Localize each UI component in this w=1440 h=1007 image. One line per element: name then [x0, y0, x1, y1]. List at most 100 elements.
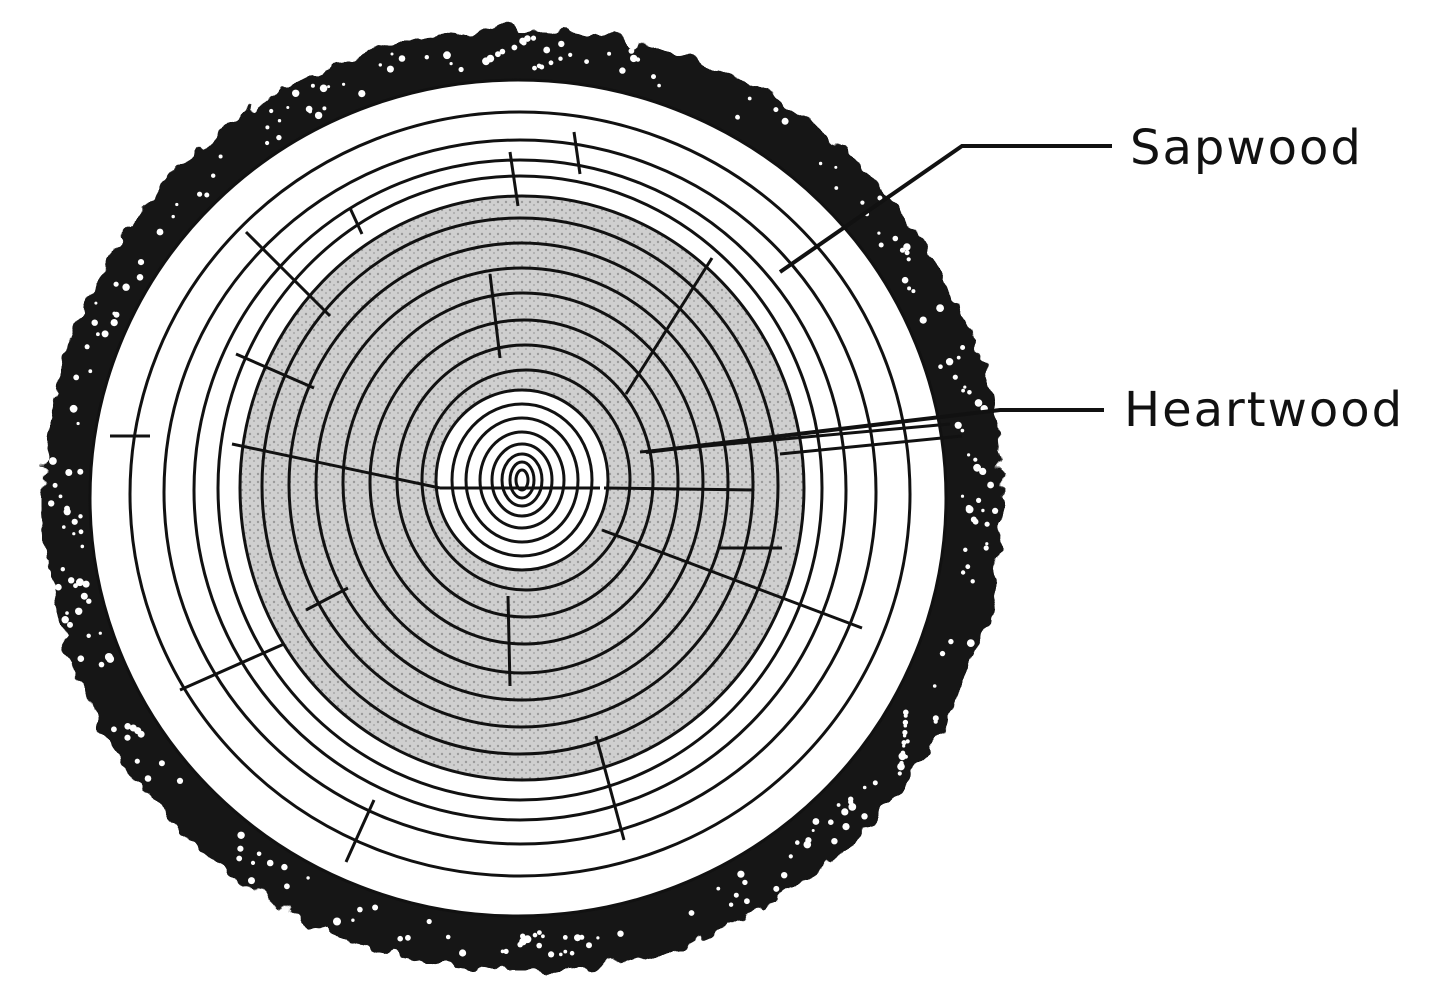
bark-speckle: [327, 85, 331, 89]
bark-speckle: [310, 83, 315, 88]
bark-speckle: [903, 713, 908, 718]
bark-speckle: [86, 598, 92, 604]
medullary-ray: [235, 352, 315, 390]
heartwood-ring: [395, 343, 655, 619]
bark-speckle: [954, 421, 962, 429]
bark-speckle: [617, 930, 624, 937]
bark-speckle: [319, 84, 328, 93]
pith-ring: [490, 442, 554, 518]
bark-speckle: [563, 949, 568, 954]
bark-speckle: [744, 898, 750, 905]
bark-speckle: [737, 870, 745, 878]
bark-speckle: [524, 35, 531, 42]
bark-speckle: [898, 752, 907, 761]
bark-speckle: [980, 406, 986, 411]
bark-speckle: [78, 514, 83, 519]
medullary-ray: [601, 528, 863, 630]
bark-speckle: [112, 311, 117, 316]
bark-speckle: [495, 51, 501, 58]
bark-speckle: [842, 823, 850, 831]
bark-speckle: [519, 937, 527, 946]
bark-speckle: [541, 934, 545, 939]
bark-speckle: [548, 60, 554, 66]
sapwood-growth-rings: [128, 110, 912, 878]
bark-speckle: [530, 35, 537, 41]
bark-speckle: [124, 723, 131, 730]
bark-speckle: [397, 935, 404, 942]
bark-speckle: [445, 934, 451, 940]
bark-speckle: [735, 114, 740, 120]
bark-speckle: [175, 202, 179, 207]
bark-speckle: [795, 840, 800, 845]
bark-speckle: [211, 173, 216, 178]
bark-speckle: [378, 63, 382, 67]
medullary-ray: [594, 735, 626, 841]
bark-speckle: [124, 734, 131, 741]
bark-texture: [48, 35, 999, 958]
bark-speckle: [970, 579, 975, 584]
bark-speckle: [558, 56, 563, 61]
bark-speckle: [292, 89, 300, 98]
bark-speckle: [458, 66, 464, 73]
bark-speckle: [607, 51, 612, 56]
bark-speckle: [73, 583, 78, 589]
bark-speckle: [69, 404, 78, 413]
bark-speckle: [236, 855, 243, 862]
medullary-ray: [624, 257, 714, 395]
bark-speckle: [907, 286, 912, 291]
bark-speckle: [60, 567, 65, 572]
sapwood-ring: [216, 174, 824, 802]
bark-speckle: [532, 65, 537, 71]
bark-speckle: [983, 545, 989, 551]
bark-speckle: [903, 243, 911, 251]
medullary-rays: [110, 131, 963, 863]
bark-speckle: [903, 723, 908, 728]
heartwood-ring: [420, 368, 632, 592]
bark-speckle: [333, 917, 341, 926]
bark-speckle: [902, 719, 909, 726]
medullary-ray: [179, 642, 285, 692]
bark-speckle: [306, 876, 310, 880]
bark-speckle: [984, 521, 990, 527]
heartwood-label: Heartwood: [1124, 382, 1405, 438]
bark-speckle: [322, 106, 327, 111]
sapwood-ring: [128, 110, 912, 878]
bark-speckle: [158, 760, 165, 767]
pith-ring: [500, 452, 544, 508]
bark-speckle: [77, 468, 84, 475]
bark-speckle: [903, 709, 909, 716]
bark-speckle: [948, 638, 954, 645]
bark-speckle: [568, 52, 573, 58]
bark-speckle: [98, 631, 102, 635]
bark-speckle: [77, 655, 85, 662]
bark-speckle: [67, 621, 73, 628]
bark-speckle: [532, 932, 538, 938]
medullary-ray: [779, 434, 963, 456]
bark-speckle: [256, 851, 262, 857]
sapwood-label: Sapwood: [1130, 120, 1363, 176]
bark-speckle: [80, 592, 88, 600]
bark-speckle: [960, 494, 965, 498]
heartwood-ring: [368, 318, 680, 646]
bark-speckle: [61, 616, 69, 624]
bark-speckle: [938, 364, 943, 370]
pith-center: [434, 388, 610, 572]
bark-speckle: [500, 949, 505, 954]
bark-speckle: [902, 734, 907, 738]
bark-speckle: [71, 518, 78, 525]
bark-speckle: [733, 892, 739, 898]
medullary-ray: [506, 595, 512, 687]
bark-speckle: [831, 838, 838, 845]
bark-speckle: [919, 316, 927, 324]
bark-speckle: [111, 726, 117, 733]
bark-speckle: [818, 161, 823, 166]
bark-speckle: [906, 257, 911, 262]
bark-speckle: [966, 639, 975, 647]
bark-speckle: [94, 301, 98, 305]
bark-speckle: [75, 607, 83, 615]
bark-speckle: [973, 463, 981, 472]
bark-speckle: [960, 345, 966, 350]
bark-speckle: [156, 228, 164, 236]
bark-speckle: [237, 845, 244, 852]
